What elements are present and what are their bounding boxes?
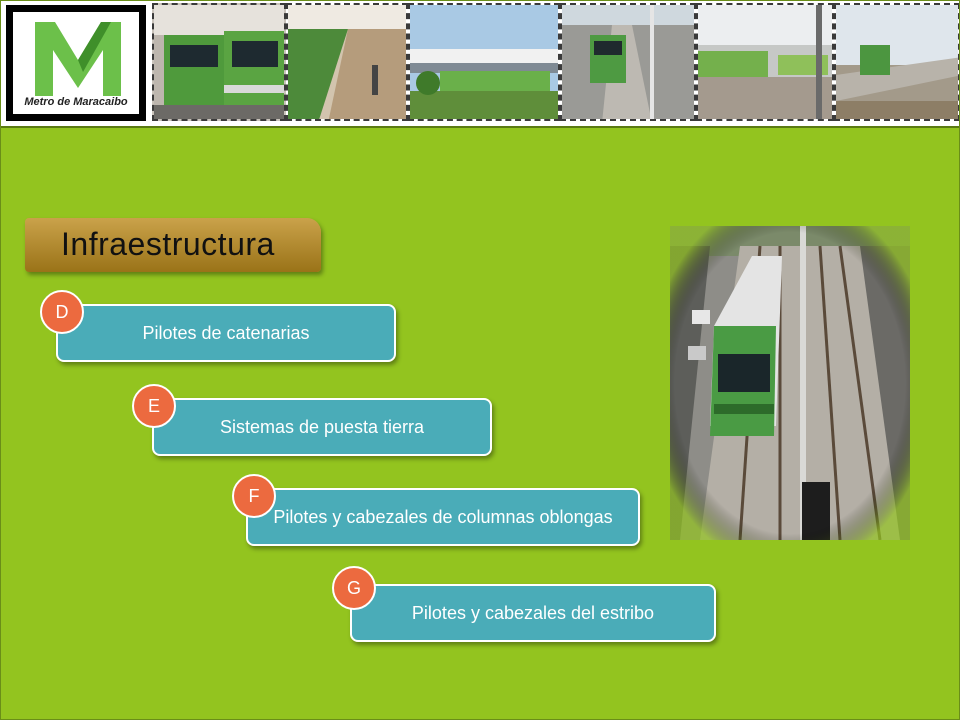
header-banner: Metro de Maracaibo bbox=[0, 0, 960, 126]
page-title: Infraestructura bbox=[61, 226, 275, 262]
badge-g: G bbox=[332, 566, 376, 610]
list-item-d[interactable]: Pilotes de catenarias bbox=[56, 304, 396, 362]
station-photo bbox=[408, 3, 560, 121]
list-item-label: Pilotes de catenarias bbox=[142, 323, 310, 343]
banner-divider bbox=[0, 126, 960, 128]
train-track-photo bbox=[670, 226, 910, 540]
platform-photo bbox=[286, 3, 408, 121]
list-item-g[interactable]: Pilotes y cabezales del estribo bbox=[350, 584, 716, 642]
list-item-label: Sistemas de puesta tierra bbox=[219, 417, 425, 437]
viaduct-photo bbox=[834, 3, 960, 121]
track-photo-1 bbox=[560, 3, 696, 121]
badge-f: F bbox=[232, 474, 276, 518]
depot-photo bbox=[696, 3, 834, 121]
list-item-label: Pilotes y cabezales de columnas oblongas bbox=[273, 507, 613, 527]
list-item-e[interactable]: Sistemas de puesta tierra bbox=[152, 398, 492, 456]
train-photo-1 bbox=[152, 3, 286, 121]
list-item-f[interactable]: Pilotes y cabezales de columnas oblongas bbox=[246, 488, 640, 546]
title-tab: Infraestructura bbox=[25, 218, 321, 272]
badge-d: D bbox=[40, 290, 84, 334]
list-item-label: Pilotes y cabezales del estribo bbox=[411, 603, 655, 623]
metro-logo: Metro de Maracaibo bbox=[6, 5, 146, 121]
metro-m-icon bbox=[35, 22, 121, 96]
logo-text: Metro de Maracaibo bbox=[24, 96, 128, 108]
badge-e: E bbox=[132, 384, 176, 428]
